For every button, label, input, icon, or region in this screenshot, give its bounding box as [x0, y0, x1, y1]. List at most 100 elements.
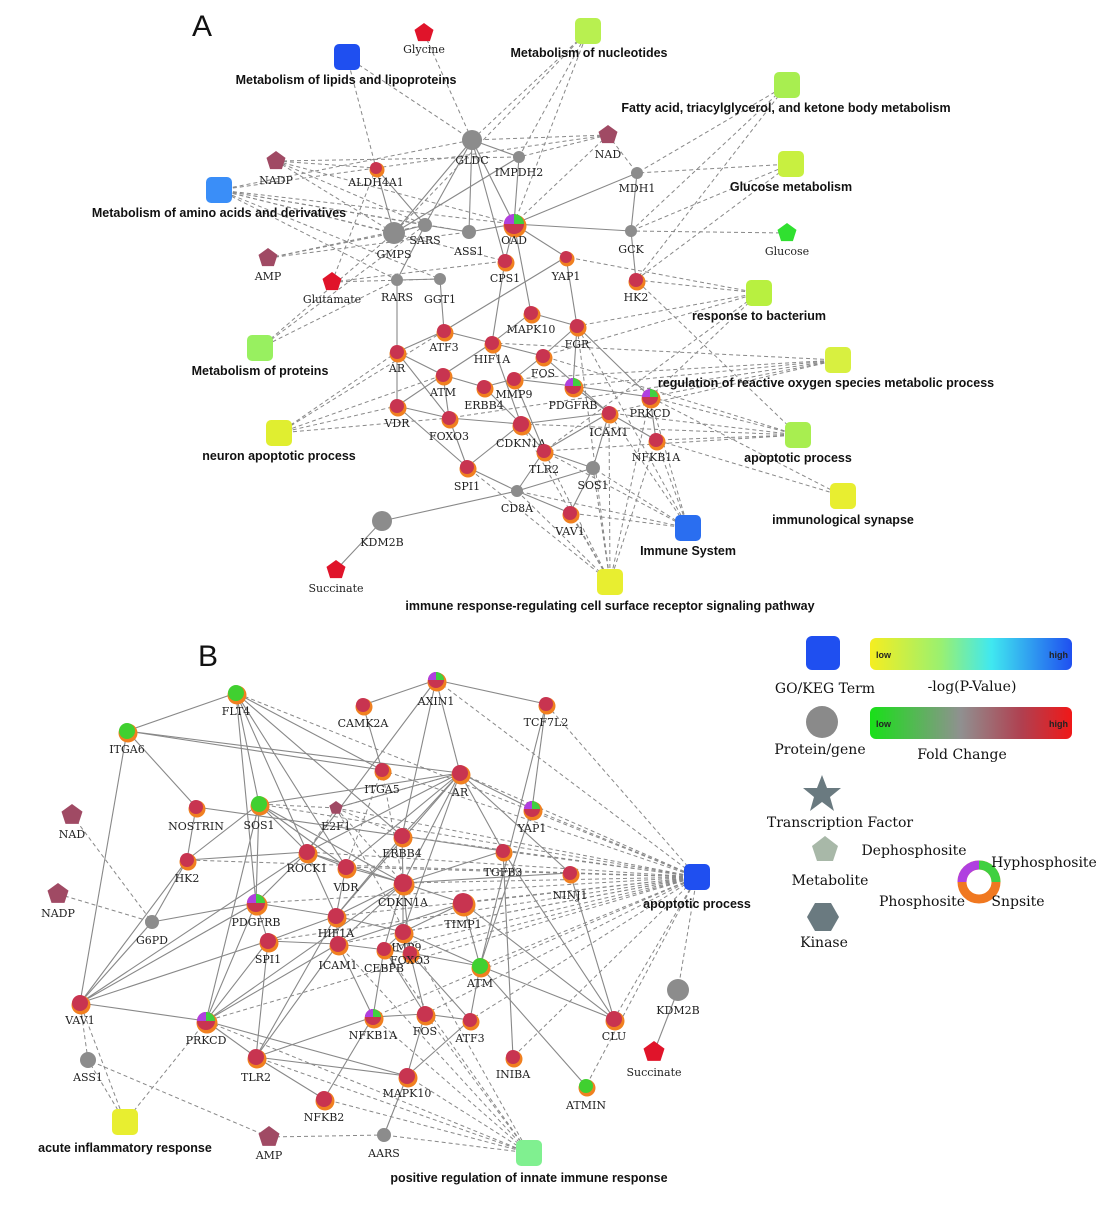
term-fatty-acid-triacylglycerol-and-ketone-body-metabolism[interactable]: Fatty acid, triacylglycerol, and ketone …: [621, 72, 951, 115]
node-vdr[interactable]: VDR: [383, 399, 410, 430]
node-itga5[interactable]: ITGA5: [364, 763, 400, 796]
node-atf3[interactable]: ATF3: [454, 1013, 485, 1045]
node-spi1[interactable]: SPI1: [255, 933, 281, 966]
node-nadp[interactable]: NADP: [259, 151, 293, 187]
node-tcf7l2[interactable]: TCF7L2: [524, 697, 569, 729]
node-e2f1[interactable]: E2F1: [321, 801, 351, 833]
node-foxo3[interactable]: FOXO3: [429, 411, 469, 443]
node-oad[interactable]: OAD: [501, 214, 527, 247]
node-impdh2[interactable]: IMPDH2: [495, 151, 543, 179]
node-hk2[interactable]: HK2: [175, 853, 200, 885]
node-cdkn1a[interactable]: CDKN1A: [378, 874, 429, 909]
node-erbb4[interactable]: ERBB4: [382, 828, 422, 860]
node-gldc[interactable]: GLDC: [455, 130, 489, 167]
node-prkcd[interactable]: PRKCD: [186, 1012, 227, 1047]
node-spi1[interactable]: SPI1: [454, 460, 480, 493]
node-nfkb1a[interactable]: NFKB1A: [632, 433, 682, 464]
node-rock1[interactable]: ROCK1: [287, 844, 328, 875]
node-sars[interactable]: SARS: [409, 218, 441, 247]
node-icam1[interactable]: ICAM1: [319, 936, 358, 972]
node-cdkn1a[interactable]: CDKN1A: [496, 416, 547, 450]
node-amp[interactable]: AMP: [255, 1126, 283, 1162]
term-response-to-bacterium[interactable]: response to bacterium: [692, 280, 826, 323]
node-pdgfrb[interactable]: PDGFRB: [548, 378, 598, 412]
node-mdh1[interactable]: MDH1: [619, 167, 656, 195]
term-positive-regulation-of-innate-immune-response[interactable]: positive regulation of innate immune res…: [390, 1140, 668, 1185]
node-cebpb[interactable]: CEBPB: [364, 942, 404, 975]
term-immunological-synapse[interactable]: immunological synapse: [772, 483, 914, 527]
node-fgr[interactable]: FGR: [565, 319, 590, 351]
node-vav1[interactable]: VAV1: [64, 995, 95, 1027]
node-hif1a[interactable]: HIF1A: [318, 908, 356, 940]
node-nadp[interactable]: NADP: [41, 883, 75, 920]
node-nfkb1a[interactable]: NFKB1A: [349, 1009, 399, 1042]
node-atmin[interactable]: ATMIN: [565, 1079, 606, 1112]
node-ar[interactable]: AR: [451, 765, 471, 799]
term-metabolism-of-nucleotides[interactable]: Metabolism of nucleotides: [511, 18, 668, 60]
node-cps1[interactable]: CPS1: [490, 254, 520, 285]
node-kdm2b[interactable]: KDM2B: [360, 511, 404, 549]
node-atm[interactable]: ATM: [466, 958, 493, 990]
term-apoptotic-process[interactable]: apoptotic process: [643, 864, 751, 911]
term-immune-response-regulating-cell-surface-receptor-signaling-pathway[interactable]: immune response-regulating cell surface …: [405, 569, 815, 613]
node-glycine[interactable]: Glycine: [403, 23, 445, 56]
term-glucose-metabolism[interactable]: Glucose metabolism: [730, 151, 852, 194]
node-aldh4a1[interactable]: ALDH4A1: [347, 162, 404, 189]
node-icam1[interactable]: ICAM1: [590, 406, 629, 439]
term-metabolism-of-lipids-and-lipoproteins[interactable]: Metabolism of lipids and lipoproteins: [236, 44, 457, 87]
node-sos1[interactable]: SOS1: [243, 796, 275, 832]
node-nfkb2[interactable]: NFKB2: [304, 1091, 345, 1124]
node-clu[interactable]: CLU: [602, 1011, 626, 1043]
node-rars[interactable]: RARS: [381, 274, 413, 304]
node-mapk10[interactable]: MAPK10: [383, 1068, 432, 1100]
node-tgfb3[interactable]: TGFB3: [484, 844, 523, 879]
node-gck[interactable]: GCK: [618, 225, 644, 256]
node-erbb4[interactable]: ERBB4: [464, 380, 504, 412]
node-nostrin[interactable]: NOSTRIN: [168, 800, 224, 833]
node-tlr2[interactable]: TLR2: [241, 1049, 271, 1084]
node-mapk10[interactable]: MAPK10: [507, 306, 556, 336]
node-foxo3[interactable]: FOXO3: [390, 946, 430, 967]
node-hif1a[interactable]: HIF1A: [474, 336, 512, 366]
node-ass1[interactable]: ASS1: [72, 1052, 103, 1084]
node-glucose[interactable]: Glucose: [765, 223, 809, 258]
node-fos[interactable]: FOS: [413, 1006, 437, 1038]
node-atf3[interactable]: ATF3: [428, 324, 459, 354]
node-g6pd[interactable]: G6PD: [136, 915, 168, 947]
term-neuron-apoptotic-process[interactable]: neuron apoptotic process: [202, 420, 356, 463]
node-yap1[interactable]: YAP1: [551, 251, 581, 283]
term-metabolism-of-amino-acids-and-derivatives[interactable]: Metabolism of amino acids and derivative…: [92, 177, 346, 220]
node-tlr2[interactable]: TLR2: [529, 444, 559, 476]
node-itga6[interactable]: ITGA6: [109, 723, 145, 756]
node-axin1[interactable]: AXIN1: [417, 672, 455, 708]
term-acute-inflammatory-response[interactable]: acute inflammatory response: [38, 1109, 212, 1155]
node-mmp9[interactable]: MMP9: [496, 372, 533, 401]
node-ar[interactable]: AR: [388, 345, 407, 375]
term-metabolism-of-proteins[interactable]: Metabolism of proteins: [192, 335, 329, 378]
node-glutamate[interactable]: Glutamate: [303, 272, 361, 306]
node-hk2[interactable]: HK2: [624, 273, 649, 304]
node-cd8a[interactable]: CD8A: [501, 485, 534, 515]
node-gmps[interactable]: GMPS: [377, 222, 412, 261]
node-timp1[interactable]: TIMP1: [444, 893, 482, 931]
node-succinate[interactable]: Succinate: [626, 1041, 682, 1079]
node-aars[interactable]: AARS: [367, 1128, 400, 1160]
node-succinate[interactable]: Succinate: [308, 560, 364, 595]
node-sos1[interactable]: SOS1: [577, 461, 609, 492]
node-fos[interactable]: FOS: [531, 349, 555, 380]
node-camk2a[interactable]: CAMK2A: [338, 698, 390, 730]
node-vav1[interactable]: VAV1: [554, 506, 585, 538]
node-amp[interactable]: AMP: [254, 248, 282, 283]
node-kdm2b[interactable]: KDM2B: [656, 979, 700, 1017]
term-regulation-of-reactive-oxygen-species-metabolic-process[interactable]: regulation of reactive oxygen species me…: [658, 347, 994, 390]
node-iniba[interactable]: INIBA: [496, 1050, 531, 1081]
node-nad[interactable]: NAD: [595, 125, 622, 161]
term-immune-system[interactable]: Immune System: [640, 515, 736, 558]
node-vdr[interactable]: VDR: [332, 859, 359, 894]
term-apoptotic-process[interactable]: apoptotic process: [744, 422, 852, 465]
node-ass1[interactable]: ASS1: [453, 225, 484, 258]
node-flt4[interactable]: FLT4: [222, 685, 250, 718]
node-ggt1[interactable]: GGT1: [424, 273, 456, 306]
node-ninj1[interactable]: NINJ1: [552, 866, 588, 902]
node-nad[interactable]: NAD: [59, 804, 86, 841]
